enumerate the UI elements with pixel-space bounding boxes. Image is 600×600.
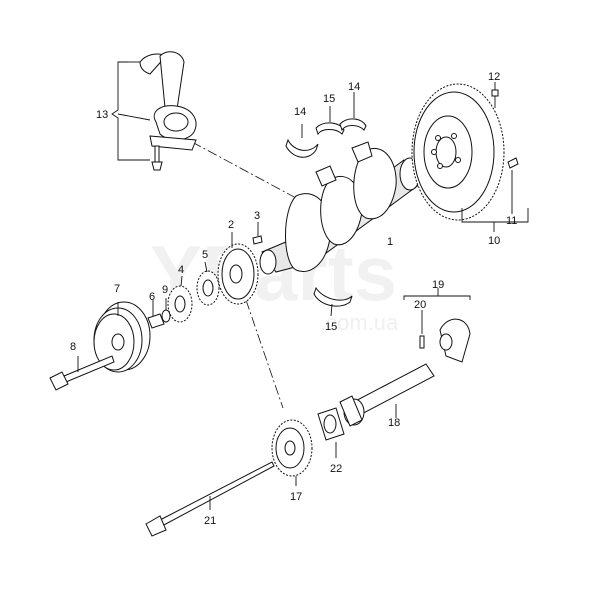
- woodruff-key: [252, 222, 263, 245]
- callout-12: 12: [488, 71, 500, 83]
- callout-17: 17: [290, 491, 302, 503]
- callout-15-top: 15: [323, 93, 335, 105]
- flange-gasket: [317, 407, 345, 458]
- connecting-rod: [139, 51, 197, 171]
- callout-4: 4: [178, 264, 184, 276]
- crank-timing-gear: [217, 232, 259, 305]
- callout-labels: 1 2 3 4 5 6 7 8 9 10 11 12 13 14 14 15 1…: [70, 71, 517, 527]
- balance-shaft: [339, 363, 435, 427]
- balance-sprocket: [271, 419, 313, 486]
- callout-6: 6: [149, 291, 155, 303]
- callout-22: 22: [330, 463, 342, 475]
- part-13-bracket: [111, 61, 151, 161]
- callout-5: 5: [202, 249, 208, 261]
- callout-15-bottom: 15: [325, 321, 337, 333]
- pulley: [93, 301, 151, 373]
- callout-3: 3: [254, 210, 260, 222]
- callout-18: 18: [388, 417, 400, 429]
- hub-nut: [147, 300, 165, 329]
- callout-9: 9: [162, 284, 168, 296]
- callout-10: 10: [488, 235, 500, 247]
- dowel-pin: [507, 157, 519, 214]
- svg-text:.com.ua: .com.ua: [320, 310, 399, 335]
- crankshaft: [259, 141, 421, 275]
- callout-7: 7: [114, 283, 120, 295]
- callout-14-right: 14: [348, 81, 360, 93]
- pin-20: [419, 310, 425, 349]
- flywheel-bolt: [491, 82, 499, 108]
- drive-gear-5: [196, 261, 220, 306]
- callout-14-left: 14: [294, 106, 306, 118]
- callout-1: 1: [387, 236, 393, 248]
- bearing-shells: [285, 92, 367, 317]
- long-bolt: [145, 461, 275, 537]
- callout-13: 13: [96, 109, 108, 121]
- drive-gear-4: [167, 275, 193, 323]
- callout-20: 20: [414, 299, 426, 311]
- callout-2: 2: [228, 219, 234, 231]
- callout-21: 21: [204, 515, 216, 527]
- callout-19: 19: [432, 279, 444, 291]
- callout-11: 11: [506, 215, 517, 227]
- watermark: YParts .com.ua: [150, 229, 399, 335]
- part-19-bracket: [403, 288, 471, 300]
- alignment-lines: [191, 141, 297, 409]
- part-10-bracket: [461, 208, 529, 232]
- washer: [161, 298, 171, 323]
- pulley-bolt: [49, 355, 115, 391]
- balance-weight: [439, 318, 471, 363]
- callout-8: 8: [70, 341, 76, 353]
- flywheel: [411, 83, 505, 221]
